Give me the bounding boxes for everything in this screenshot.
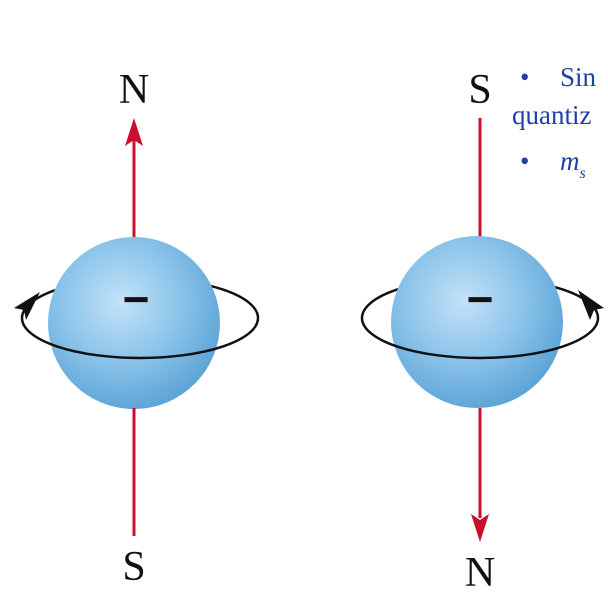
bullet-line-1: • Sin: [520, 62, 596, 93]
bullet-dot: •: [520, 146, 530, 176]
electron-sphere-icon: [391, 236, 563, 408]
left-charge-label: −: [123, 273, 150, 325]
magnetic-field-arrow-icon: [471, 514, 489, 542]
bullet-dot: •: [520, 62, 530, 92]
magnetic-field-arrow-icon: [125, 118, 143, 146]
left-spin-ring-front: [20, 317, 260, 360]
bullet-line-1-text: Sin: [560, 62, 597, 92]
spin-direction-arrow-icon: [14, 292, 40, 320]
right-electron: S − N: [360, 67, 604, 596]
bullet-line-2: quantiz: [512, 100, 591, 131]
right-charge-label: −: [467, 273, 494, 325]
left-bottom-pole-label: S: [122, 544, 145, 590]
ms-symbol: m: [560, 146, 580, 176]
left-electron: N − S: [14, 67, 260, 590]
right-top-pole-label: S: [468, 67, 491, 113]
left-top-pole-label: N: [119, 67, 149, 113]
bullet-line-3: • ms: [520, 146, 586, 182]
bullet-line-2-text: quantiz: [512, 100, 592, 130]
spin-direction-arrow-icon: [578, 290, 604, 320]
right-bottom-pole-label: N: [465, 550, 495, 596]
ms-subscript: s: [579, 165, 586, 182]
right-spin-ring-front: [360, 317, 600, 360]
electron-sphere-icon: [48, 237, 220, 409]
